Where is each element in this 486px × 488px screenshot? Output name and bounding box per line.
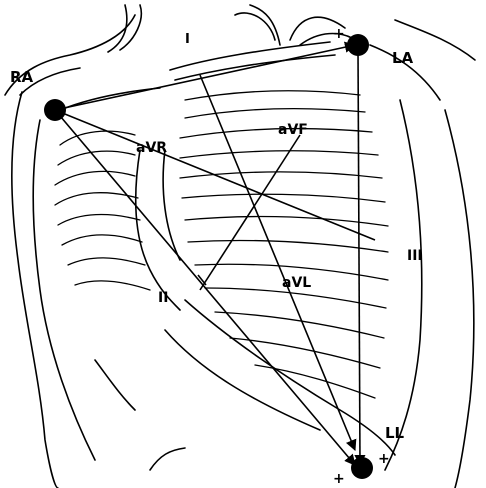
ll-label: LL [385, 424, 405, 442]
lead-iii-label: III [407, 248, 423, 264]
lead-avr-label: aVR [136, 140, 167, 156]
electrodes [44, 34, 373, 479]
lead-i-label: I [185, 32, 190, 47]
lead-avl-label: aVL [282, 275, 311, 291]
lead-avf-label: aVF [278, 122, 308, 138]
ll-plus-sign-left: + [333, 471, 345, 487]
ll-plus-sign-right: + [378, 451, 390, 467]
ra-electrode [44, 99, 66, 121]
lead-iii-line [358, 50, 360, 465]
rib-cage [55, 91, 388, 398]
la-plus-sign: + [333, 26, 345, 42]
la-label: LA [392, 49, 414, 67]
lead-i-line [55, 45, 355, 110]
torso-outline [5, 5, 475, 488]
la-electrode [347, 34, 369, 56]
ll-electrode [351, 457, 373, 479]
lead-ii-label: II [158, 290, 168, 306]
ra-label: RA [10, 68, 34, 86]
